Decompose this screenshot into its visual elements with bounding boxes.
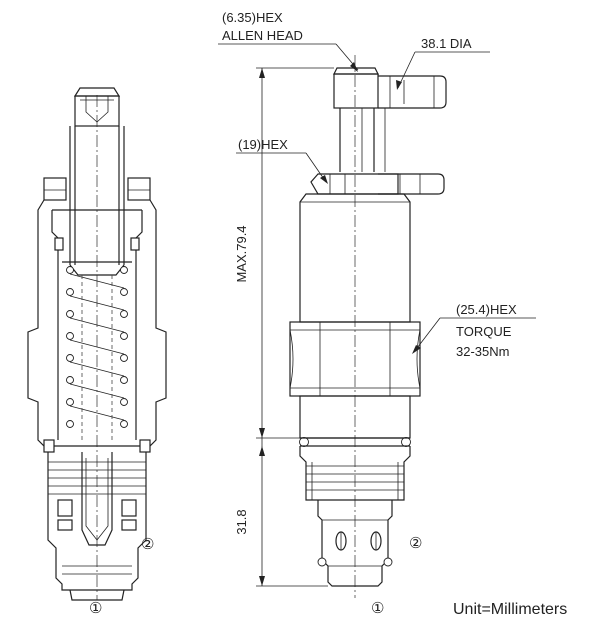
callout-19-hex: (19)HEX: [238, 137, 288, 152]
callout-dia: 38.1 DIA: [421, 36, 472, 51]
dimensions: MAX.79.4 31.8: [234, 67, 334, 587]
seal-right-top: [130, 237, 140, 251]
adjust-screw-cap: [73, 87, 121, 97]
inner-bore-left: [51, 210, 59, 440]
callout-torque-value: 32-35Nm: [456, 344, 509, 359]
o-ring-bottom-right: [383, 557, 393, 567]
handwheel-lower: [378, 173, 445, 195]
seal-left-mid: [43, 439, 55, 453]
side-port-left: [57, 499, 73, 517]
poppet: [81, 452, 113, 546]
sleeve-threads: [48, 461, 146, 495]
o-ring-right: [401, 437, 411, 447]
adjust-screw: [74, 95, 120, 127]
o-ring-left: [299, 437, 309, 447]
nose: [69, 589, 125, 601]
lower-sleeve: [47, 452, 147, 591]
screw-head: [333, 73, 379, 109]
callout-allen-head: ALLEN HEAD: [222, 28, 303, 43]
cartridge-nose: [317, 500, 393, 587]
spring-coils: [66, 266, 128, 428]
valve-body-outline: [27, 199, 167, 447]
seal-left-top: [54, 237, 64, 251]
o-ring-bottom-left: [317, 557, 327, 567]
exterior-view: ② ①: [289, 55, 447, 617]
port-1-label-left: ①: [89, 600, 102, 617]
lock-nut-left: [43, 177, 67, 201]
port-1-label-right: ①: [371, 600, 384, 617]
hex-socket: [85, 96, 109, 123]
port-2-label-left: ②: [141, 536, 154, 553]
handwheel-upper: [378, 75, 447, 109]
dim-max-length: MAX.79.4: [234, 225, 249, 282]
callout-25-hex: (25.4)HEX: [456, 302, 517, 317]
thread-lines: [306, 465, 404, 491]
callout-allen-hex: (6.35)HEX: [222, 10, 283, 25]
callouts: (6.35)HEX ALLEN HEAD 38.1 DIA (19)HEX (2…: [218, 10, 536, 359]
seal-right-mid: [139, 439, 151, 453]
side-port-right: [121, 499, 137, 517]
lock-nut-right: [127, 177, 151, 201]
section-view: ② ①: [27, 87, 167, 617]
units-note: Unit=Millimeters: [453, 601, 567, 618]
spring-guide: [69, 264, 125, 276]
thread-section: [299, 446, 411, 501]
dim-lower-length: 31.8: [234, 509, 249, 534]
callout-torque: TORQUE: [456, 324, 512, 339]
port-2-label-right: ②: [409, 535, 422, 552]
inner-bore-right: [135, 210, 143, 440]
